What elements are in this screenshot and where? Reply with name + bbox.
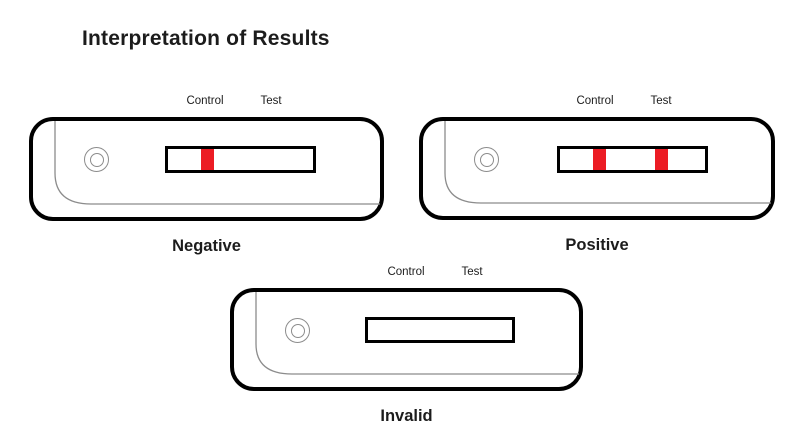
cassette-seam-line	[54, 121, 380, 205]
result-window	[165, 146, 316, 173]
control-label: Control	[576, 95, 614, 107]
cassette-body	[29, 117, 384, 221]
test-label: Test	[650, 95, 672, 107]
cassette-seam-line	[444, 121, 771, 204]
control-label: Control	[387, 266, 425, 278]
control-line	[593, 149, 606, 170]
control-label: Control	[186, 95, 224, 107]
cassette-negative: Control Test Negative	[29, 95, 384, 255]
cassette-seam-line	[255, 292, 579, 375]
result-window	[365, 317, 515, 343]
cassette-caption: Invalid	[380, 407, 433, 425]
control-line	[201, 149, 214, 170]
sample-well-inner-circle	[479, 152, 494, 167]
cassette-body	[230, 288, 583, 391]
sample-well-inner-circle	[89, 152, 104, 167]
cassette-invalid: Control Test Invalid	[230, 266, 583, 425]
test-label: Test	[461, 266, 483, 278]
cassette-caption: Negative	[172, 237, 241, 255]
cassette-positive: Control Test Positive	[419, 95, 775, 254]
sample-well-icon	[474, 147, 499, 172]
sample-well-inner-circle	[290, 323, 305, 338]
test-label: Test	[260, 95, 282, 107]
sample-well-icon	[285, 318, 310, 343]
result-window	[557, 146, 708, 173]
sample-well-icon	[84, 147, 109, 172]
test-line	[655, 149, 668, 170]
cassette-caption: Positive	[565, 236, 629, 254]
page-title: Interpretation of Results	[82, 27, 330, 50]
cassette-body	[419, 117, 775, 220]
